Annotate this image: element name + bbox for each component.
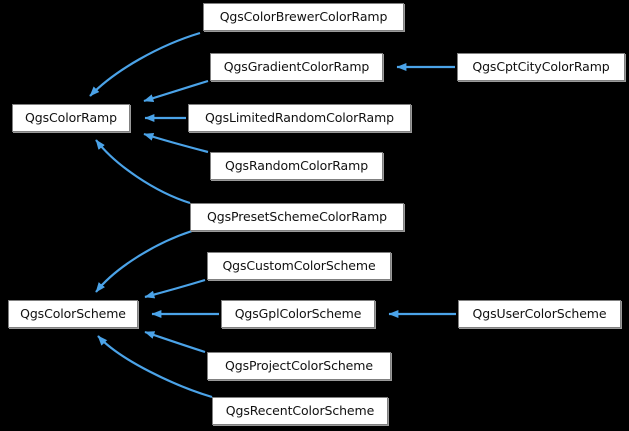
edge-qgscolorbrewercolorramp-to-qgscolorramp [89, 31, 201, 97]
class-node-qgscolorbrewercolorramp[interactable]: QgsColorBrewerColorRamp [203, 3, 404, 31]
class-node-qgscolorscheme[interactable]: QgsColorScheme [8, 300, 138, 328]
class-node-qgscustomcolorscheme[interactable]: QgsCustomColorScheme [207, 252, 391, 280]
class-node-qgsusercolorscheme[interactable]: QgsUserColorScheme [458, 300, 621, 328]
edge-qgscustomcolorscheme-to-qgscolorscheme [144, 278, 206, 299]
edge-qgsprojectcolorscheme-to-qgscolorscheme [144, 330, 206, 354]
edge-qgspresetschemecolorramp-to-qgscolorramp [95, 139, 191, 205]
class-node-qgsgradientcolorramp[interactable]: QgsGradientColorRamp [210, 53, 383, 81]
class-node-label: QgsColorRamp [25, 109, 117, 125]
class-node-qgsrandomcolorramp[interactable]: QgsRandomColorRamp [210, 152, 383, 180]
class-node-qgspresetschemecolorramp[interactable]: QgsPresetSchemeColorRamp [190, 203, 404, 231]
class-node-label: QgsColorBrewerColorRamp [219, 8, 388, 24]
class-node-label: QgsGplColorScheme [234, 305, 362, 321]
class-node-label: QgsGradientColorRamp [223, 58, 370, 74]
class-node-qgscptcitycolorramp[interactable]: QgsCptCityColorRamp [457, 53, 625, 81]
class-node-qgslimitedrandomcolorramp[interactable]: QgsLimitedRandomColorRamp [188, 104, 411, 132]
class-node-label: QgsPresetSchemeColorRamp [207, 208, 387, 224]
class-node-qgsprojectcolorscheme[interactable]: QgsProjectColorScheme [207, 352, 391, 380]
class-node-label: QgsRecentColorScheme [225, 402, 375, 418]
class-node-label: QgsRandomColorRamp [224, 157, 369, 173]
class-node-qgsgplcolorscheme[interactable]: QgsGplColorScheme [221, 300, 375, 328]
class-node-label: QgsCustomColorScheme [222, 257, 376, 273]
class-node-label: QgsColorScheme [20, 305, 126, 321]
edge-qgsgradientcolorramp-to-qgscolorramp [143, 79, 209, 103]
class-node-label: QgsUserColorScheme [472, 305, 607, 321]
class-node-qgscolorramp[interactable]: QgsColorRamp [12, 104, 130, 132]
class-node-label: QgsCptCityColorRamp [472, 58, 610, 74]
class-node-label: QgsLimitedRandomColorRamp [205, 109, 394, 125]
class-node-label: QgsProjectColorScheme [225, 357, 373, 373]
edge-qgsrecentcolorscheme-to-qgscolorscheme [97, 335, 213, 399]
edge-qgsrandomcolorramp-to-qgscolorramp [143, 132, 209, 154]
edge-qgspresetschemecolorramp-to-qgscolorscheme [95, 229, 193, 293]
class-node-qgsrecentcolorscheme[interactable]: QgsRecentColorScheme [212, 397, 388, 425]
